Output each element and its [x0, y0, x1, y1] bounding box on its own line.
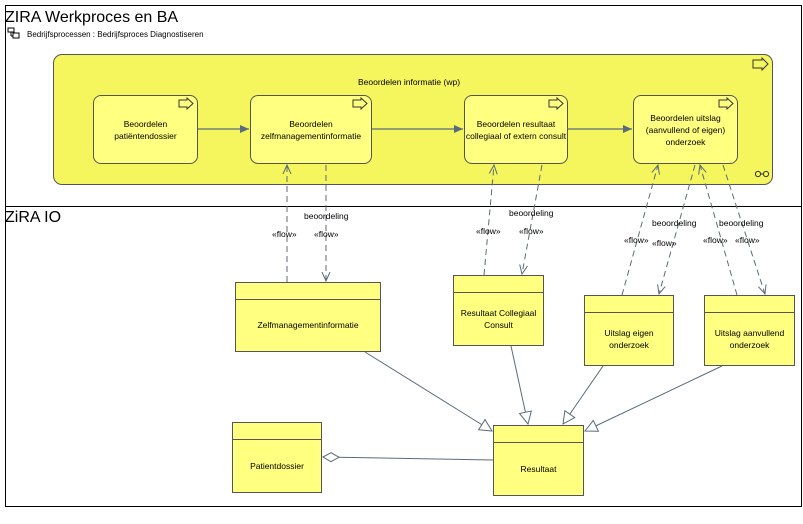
- flow-connector[interactable]: [659, 164, 696, 294]
- specialization-connector[interactable]: [585, 365, 723, 431]
- specialization-connector[interactable]: [510, 345, 528, 424]
- connector-label-flow: «flow»: [735, 235, 760, 245]
- object-uitslag-eigen-onderzoek[interactable]: Uitslag eigen onderzoek: [584, 295, 674, 366]
- specialization-connector[interactable]: [563, 365, 604, 424]
- lane-werkproces-subtitle: Bedrijfsprocessen : Bedrijfsproces Diagn…: [27, 30, 204, 39]
- connector-label-flow: «flow»: [703, 235, 728, 245]
- object-uitslag-aanvullend-onderzoek[interactable]: Uitslag aanvullend onderzoek: [704, 295, 795, 366]
- process-beoordelen-zelfmanagementinformatie[interactable]: Beoordelen zelfmanagementinformatie: [250, 95, 372, 164]
- process-arrow-icon: [752, 57, 769, 71]
- container-process-title: Beoordelen informatie (wp): [358, 77, 461, 87]
- flow-connector[interactable]: [483, 165, 494, 276]
- flow-connector[interactable]: [522, 164, 543, 274]
- lane-io-title: ZiRA IO: [5, 209, 62, 226]
- object-header-band: [585, 312, 673, 313]
- object-header-band: [494, 442, 583, 443]
- aggregation-connector[interactable]: [323, 457, 494, 460]
- lane-werkproces-title: ZIRA Werkproces en BA: [5, 9, 179, 26]
- connector-label-flow: «flow»: [519, 226, 544, 236]
- process-label: Beoordelen patiëntendossier: [114, 118, 177, 141]
- object-label: Zelfmanagementinformatie: [257, 320, 359, 330]
- process-arrow-icon: [548, 97, 564, 110]
- object-label: Patientdossier: [250, 460, 304, 471]
- object-label: Uitslag aanvullend onderzoek: [714, 327, 785, 350]
- object-label: Uitslag eigen onderzoek: [604, 327, 654, 350]
- package-icon: [7, 27, 20, 39]
- link-icon: [754, 170, 770, 178]
- connector-label-beoordeling: beoordeling: [304, 211, 349, 221]
- object-header-band: [705, 312, 794, 313]
- object-label: Resultaat: [520, 463, 557, 474]
- connector-label-flow: «flow»: [314, 229, 339, 239]
- flow-connector[interactable]: [700, 165, 738, 296]
- object-header-band: [236, 299, 380, 300]
- object-patientdossier[interactable]: Patientdossier: [232, 422, 322, 493]
- process-arrow-icon: [352, 97, 368, 110]
- connector-label-flow: «flow»: [272, 229, 297, 239]
- connector-label-beoordeling: beoordeling: [509, 208, 554, 218]
- object-header-band: [233, 439, 321, 440]
- connector-label-flow: «flow»: [476, 226, 501, 236]
- flow-connector[interactable]: [722, 164, 765, 294]
- specialization-connector[interactable]: [364, 351, 492, 431]
- connector-label-beoordeling: beoordeling: [652, 218, 697, 228]
- flow-connector[interactable]: [621, 165, 658, 296]
- connector-label-flow: «flow»: [652, 238, 677, 248]
- process-arrow-icon: [718, 97, 734, 110]
- process-label: Beoordelen zelfmanagementinformatie: [260, 118, 362, 141]
- object-header-band: [454, 292, 543, 293]
- process-arrow-icon: [178, 97, 194, 110]
- connector-label-beoordeling: beoordeling: [719, 218, 764, 228]
- object-resultaat[interactable]: Resultaat: [493, 425, 584, 496]
- process-label: Beoordelen uitslag (aanvullend of eigen)…: [645, 112, 726, 147]
- connector-label-flow: «flow»: [624, 235, 649, 245]
- object-zelfmanagementinformatie[interactable]: Zelfmanagementinformatie: [235, 282, 381, 352]
- lane-io: [5, 206, 802, 507]
- process-label: Beoordelen resultaat collegiaal of exter…: [465, 118, 567, 141]
- object-label: Resultaat Collegiaal Consult: [460, 307, 537, 330]
- object-resultaat-collegiaal-consult[interactable]: Resultaat Collegiaal Consult: [453, 275, 544, 346]
